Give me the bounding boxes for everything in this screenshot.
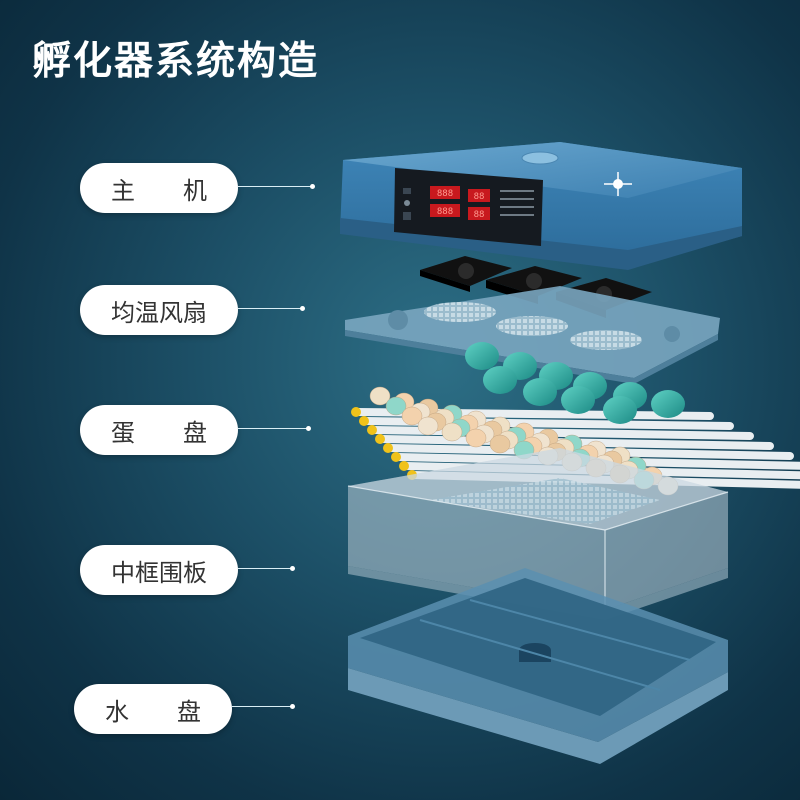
leader-line-water-tray	[232, 706, 292, 707]
teal-egg	[651, 390, 685, 418]
display-left-top	[430, 186, 460, 199]
teal-egg	[561, 386, 595, 414]
egg	[401, 406, 423, 426]
leader-dot-egg-tray	[306, 426, 311, 431]
digits-left-bottom: 888	[437, 207, 453, 217]
teal-egg	[465, 342, 499, 370]
water-tray	[348, 568, 728, 764]
leader-dot-main-unit	[310, 184, 315, 189]
label-frame: 中框围板	[80, 545, 238, 595]
roller-end-cap	[359, 416, 369, 426]
roller-end-cap	[351, 407, 361, 417]
display-right-bottom	[468, 207, 490, 220]
teal-egg	[483, 366, 517, 394]
egg	[465, 428, 487, 448]
leader-dot-water-tray	[290, 704, 295, 709]
roller-end-cap	[367, 425, 377, 435]
label-water-tray: 水 盘	[74, 684, 232, 734]
leader-line-frame	[238, 568, 292, 569]
roller-end-cap	[391, 452, 401, 462]
egg	[385, 396, 407, 416]
egg	[441, 422, 463, 442]
leader-line-fan	[238, 308, 302, 309]
leader-dot-fan	[300, 306, 305, 311]
egg	[369, 386, 391, 406]
label-main-unit: 主 机	[80, 163, 238, 213]
label-fan: 均温风扇	[80, 285, 238, 335]
main-unit-lid: 888 88 888 88	[340, 142, 742, 270]
egg	[489, 434, 511, 454]
digits-right-bottom: 88	[474, 210, 485, 220]
teal-egg	[603, 396, 637, 424]
digits-right-top: 88	[474, 192, 485, 202]
display-left-bottom	[430, 204, 460, 217]
page-title: 孵化器系统构造	[32, 39, 320, 84]
leader-line-main-unit	[238, 186, 312, 187]
egg	[417, 416, 439, 436]
leader-line-egg-tray	[238, 428, 308, 429]
display-right-top	[468, 189, 490, 202]
teal-egg	[523, 378, 557, 406]
digits-left-top: 888	[437, 189, 453, 199]
label-egg-tray: 蛋 盘	[80, 405, 238, 455]
leader-dot-frame	[290, 566, 295, 571]
fan-plate	[345, 286, 720, 384]
roller-end-cap	[383, 443, 393, 453]
roller-end-cap	[375, 434, 385, 444]
roller-end-cap	[399, 461, 409, 471]
